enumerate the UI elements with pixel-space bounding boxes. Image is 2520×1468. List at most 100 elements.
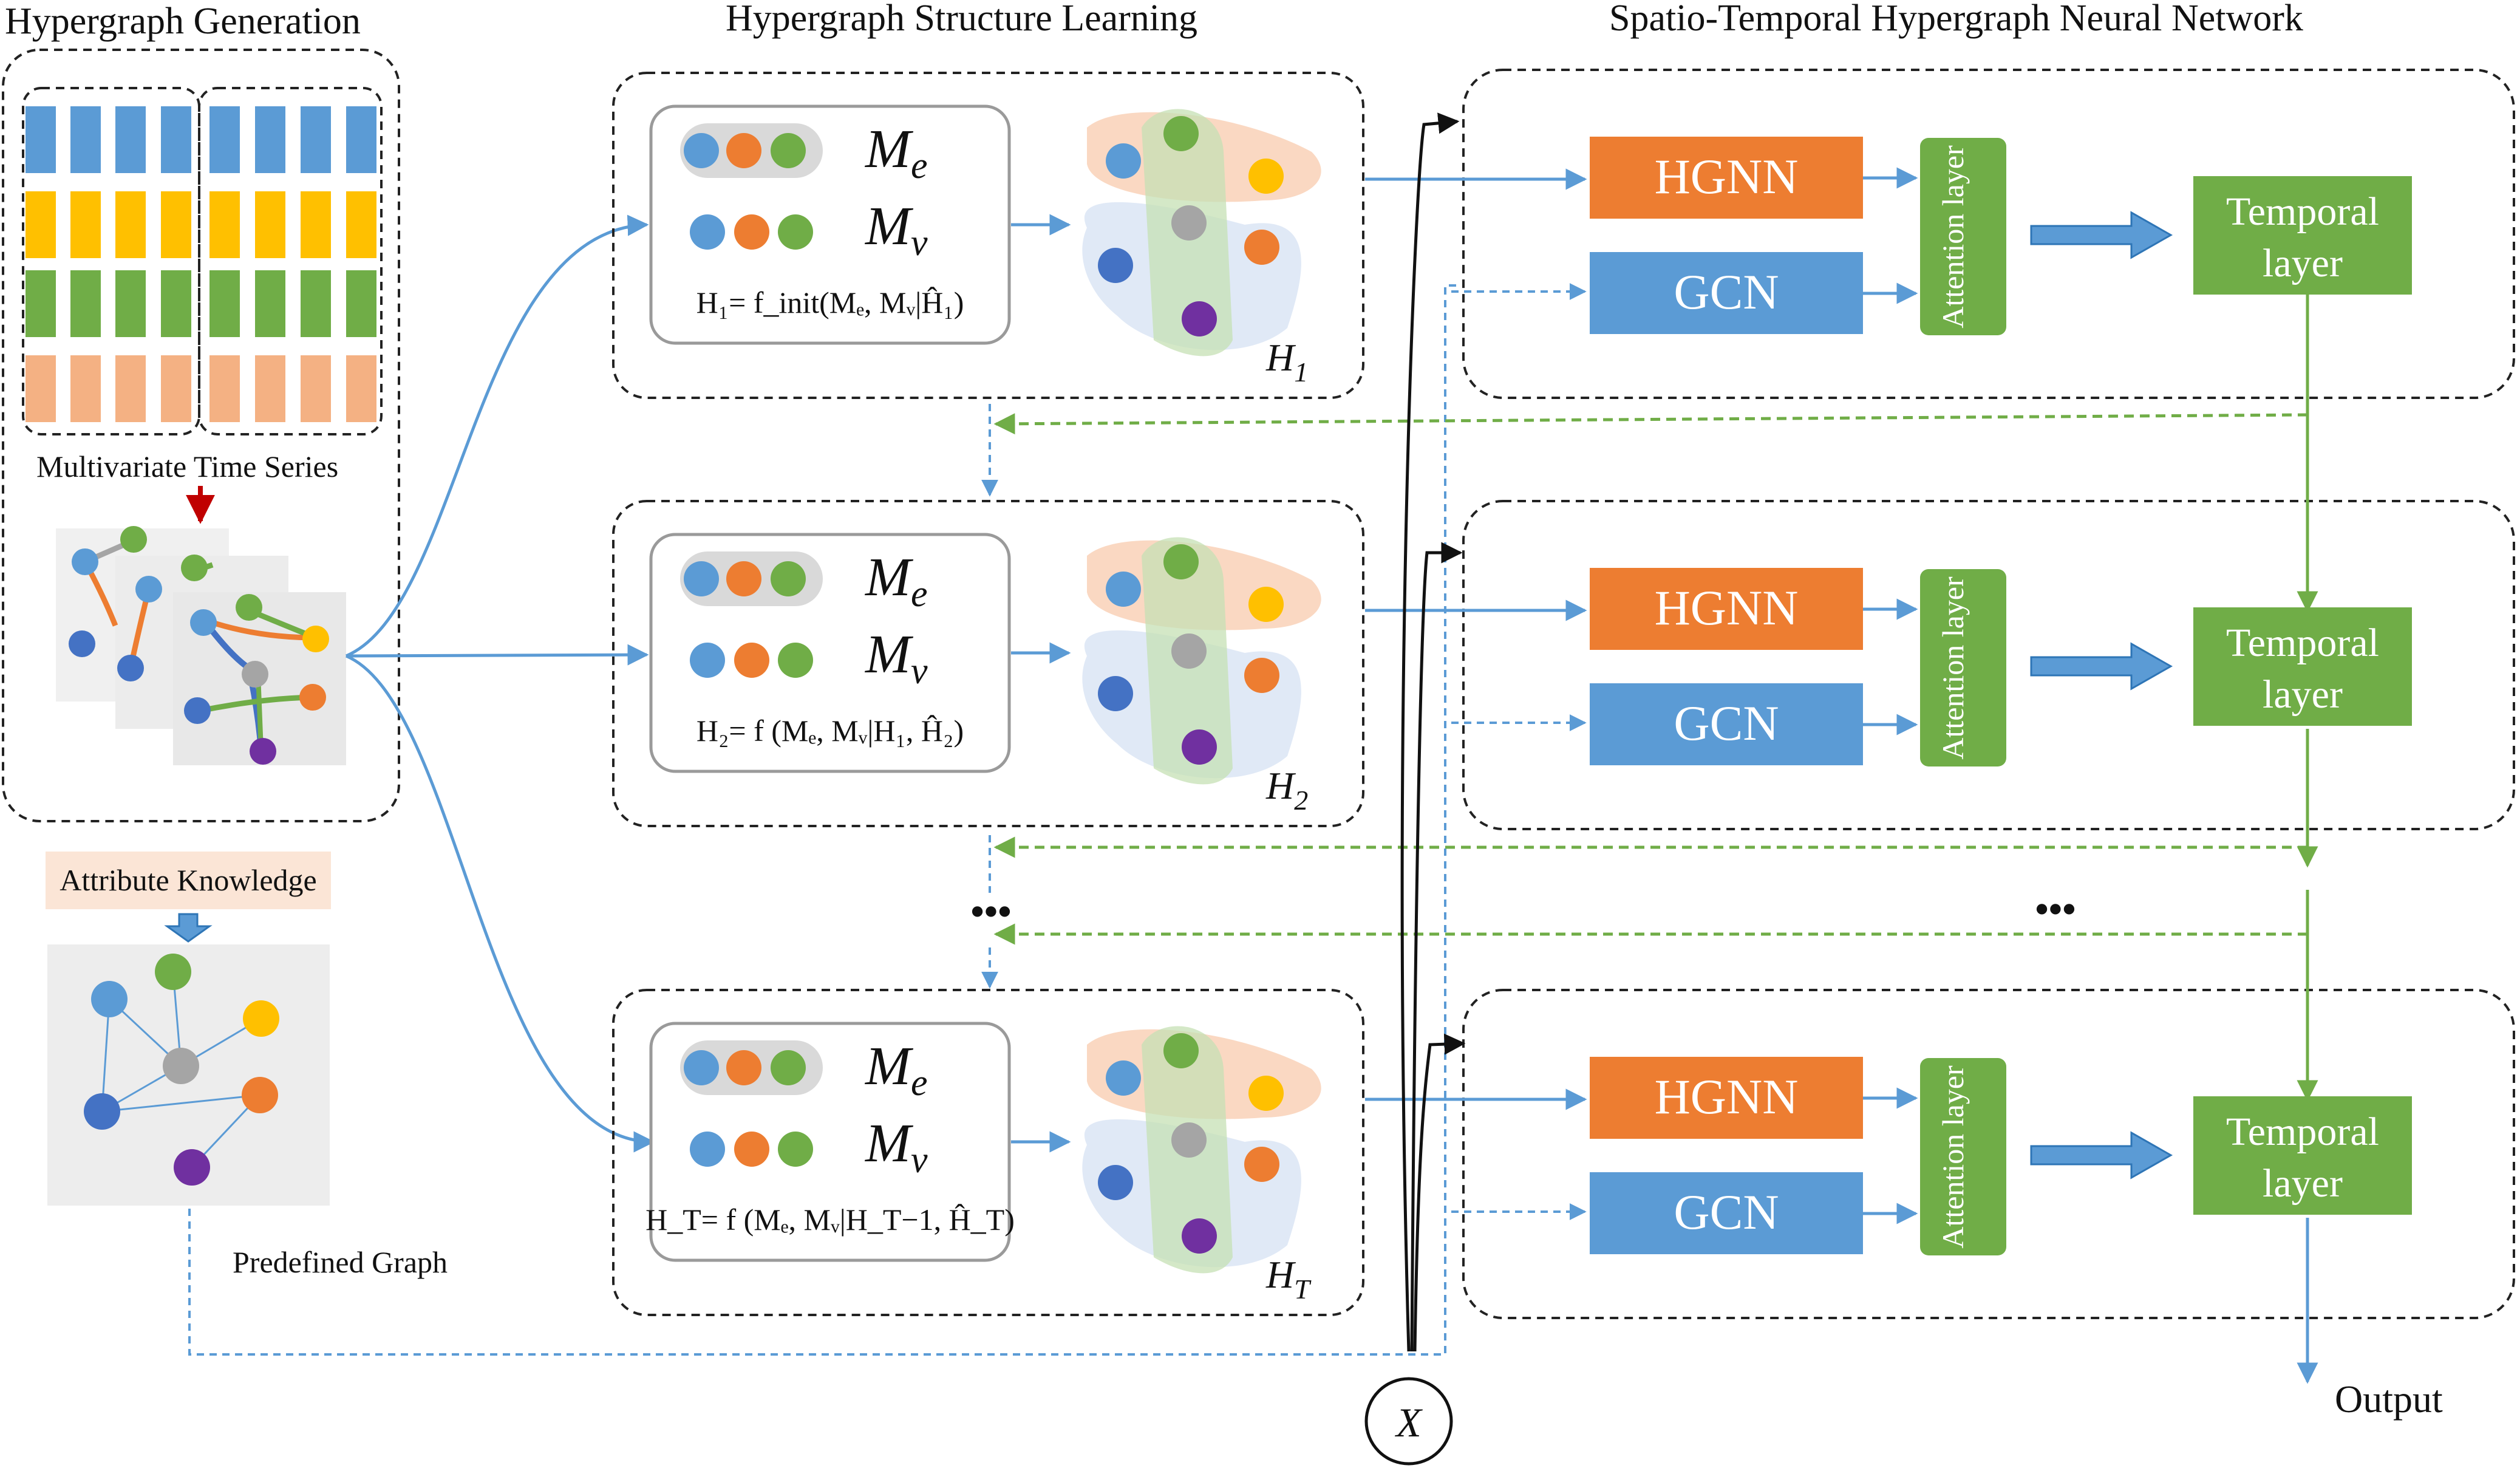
attention-label: Attention layer [1936, 1065, 1970, 1249]
network-ellipsis: ••• [2035, 887, 2076, 930]
formula: H₁= f_init(Mₑ, Mᵥ|Ĥ₁) [696, 285, 964, 319]
vertex-node [734, 1132, 769, 1167]
edge-node [726, 561, 761, 596]
hypergraph-node [1171, 633, 1207, 669]
edge-node [684, 1050, 719, 1085]
network-row-3: HGNN GCN Attention layer Temporal layer [1365, 989, 2515, 1319]
hypergraph-node [1163, 116, 1199, 151]
output-label: Output [2335, 1378, 2443, 1421]
vertex-node [734, 214, 769, 250]
hypergraph-node [1163, 1033, 1199, 1068]
attribute-knowledge-label: Attribute Knowledge [60, 863, 317, 897]
structure-title: Hypergraph Structure Learning [726, 0, 1197, 39]
edge-node [684, 133, 719, 168]
hgnn-box [1590, 568, 1863, 650]
mts-bar [26, 191, 56, 258]
hypergraph-node [1098, 1165, 1133, 1200]
hypergraph-node [1171, 1122, 1207, 1158]
temporal-label-1: Temporal [2226, 1110, 2379, 1154]
time-series-bars [26, 106, 376, 422]
hypergraph-label: HT [1265, 1253, 1312, 1305]
temporal-label-1: Temporal [2226, 621, 2379, 665]
to-temporal-arrow [2030, 642, 2173, 691]
edge-node [771, 1050, 806, 1085]
mts-bar [301, 355, 331, 422]
gcn-label: GCN [1674, 695, 1779, 751]
edge-node [726, 133, 761, 168]
hypergraph-node [1171, 205, 1207, 241]
gcn-box [1590, 1172, 1863, 1254]
mts-bar [115, 106, 146, 173]
hypergraph-node [1248, 159, 1284, 194]
hgnn-box [1590, 1057, 1863, 1139]
mts-bar [115, 191, 146, 258]
mts-bar [26, 106, 56, 173]
mts-bar [209, 355, 240, 422]
hypergraph-node [1248, 1076, 1284, 1111]
hypergraph-node [1248, 587, 1284, 622]
gcn-box [1590, 683, 1863, 765]
attention-label: Attention layer [1936, 145, 1970, 329]
generation-title: Hypergraph Generation [5, 1, 361, 42]
mts-bar [301, 106, 331, 173]
mts-bar [70, 106, 101, 173]
vertex-node [690, 1132, 725, 1167]
predefined-graph-label: Predefined Graph [233, 1245, 448, 1279]
mts-bar [70, 355, 101, 422]
input-x: X [1364, 112, 1466, 1466]
mts-bar [115, 270, 146, 337]
hgnn-label: HGNN [1655, 1069, 1799, 1124]
temporal-box [2193, 176, 2412, 295]
mts-bar [26, 355, 56, 422]
mts-bar [301, 191, 331, 258]
edge-node [771, 561, 806, 596]
hypergraph-node [1098, 676, 1133, 711]
mts-bar [255, 270, 285, 337]
attention-label: Attention layer [1936, 576, 1970, 760]
gcn-label: GCN [1674, 264, 1779, 319]
mts-bar [209, 191, 240, 258]
hypergraph-node [1098, 248, 1133, 283]
attention-box [1920, 1058, 2006, 1255]
mts-label: Multivariate Time Series [36, 449, 338, 483]
hypergraph-node [1244, 230, 1279, 265]
hsl-ellipsis: ••• [970, 890, 1011, 933]
mts-bar [161, 355, 191, 422]
mts-bar [26, 270, 56, 337]
hypergraph-node [1106, 572, 1141, 607]
hypergraph-node [1182, 1218, 1217, 1254]
mts-bar [346, 355, 376, 422]
mts-bar [209, 270, 240, 337]
vertex-node [690, 214, 725, 250]
mts-bar [346, 270, 376, 337]
hypergraph-node [1106, 1060, 1141, 1096]
hypergraph-node [1182, 729, 1217, 765]
temporal-box [2193, 607, 2412, 726]
to-temporal-arrow [2030, 211, 2173, 259]
mts-bar [161, 270, 191, 337]
mts-bar [161, 106, 191, 173]
hypergraph-node [1163, 544, 1199, 579]
mts-bar [346, 191, 376, 258]
gcn-label: GCN [1674, 1184, 1779, 1240]
temporal-label-2: layer [2263, 1161, 2343, 1206]
hypergraph-label: H2 [1265, 764, 1308, 816]
input-x-label: X [1394, 1399, 1423, 1446]
hgnn-label: HGNN [1655, 149, 1799, 204]
edge-node [771, 133, 806, 168]
gcn-box [1590, 252, 1863, 334]
mts-bar [301, 270, 331, 337]
hypergraph-node [1244, 1147, 1279, 1182]
temporal-label-1: Temporal [2226, 189, 2379, 234]
mts-bar [346, 106, 376, 173]
generation-panel: Multivariate Time Series [2, 49, 448, 1279]
hypergraph-label: H1 [1265, 336, 1308, 387]
